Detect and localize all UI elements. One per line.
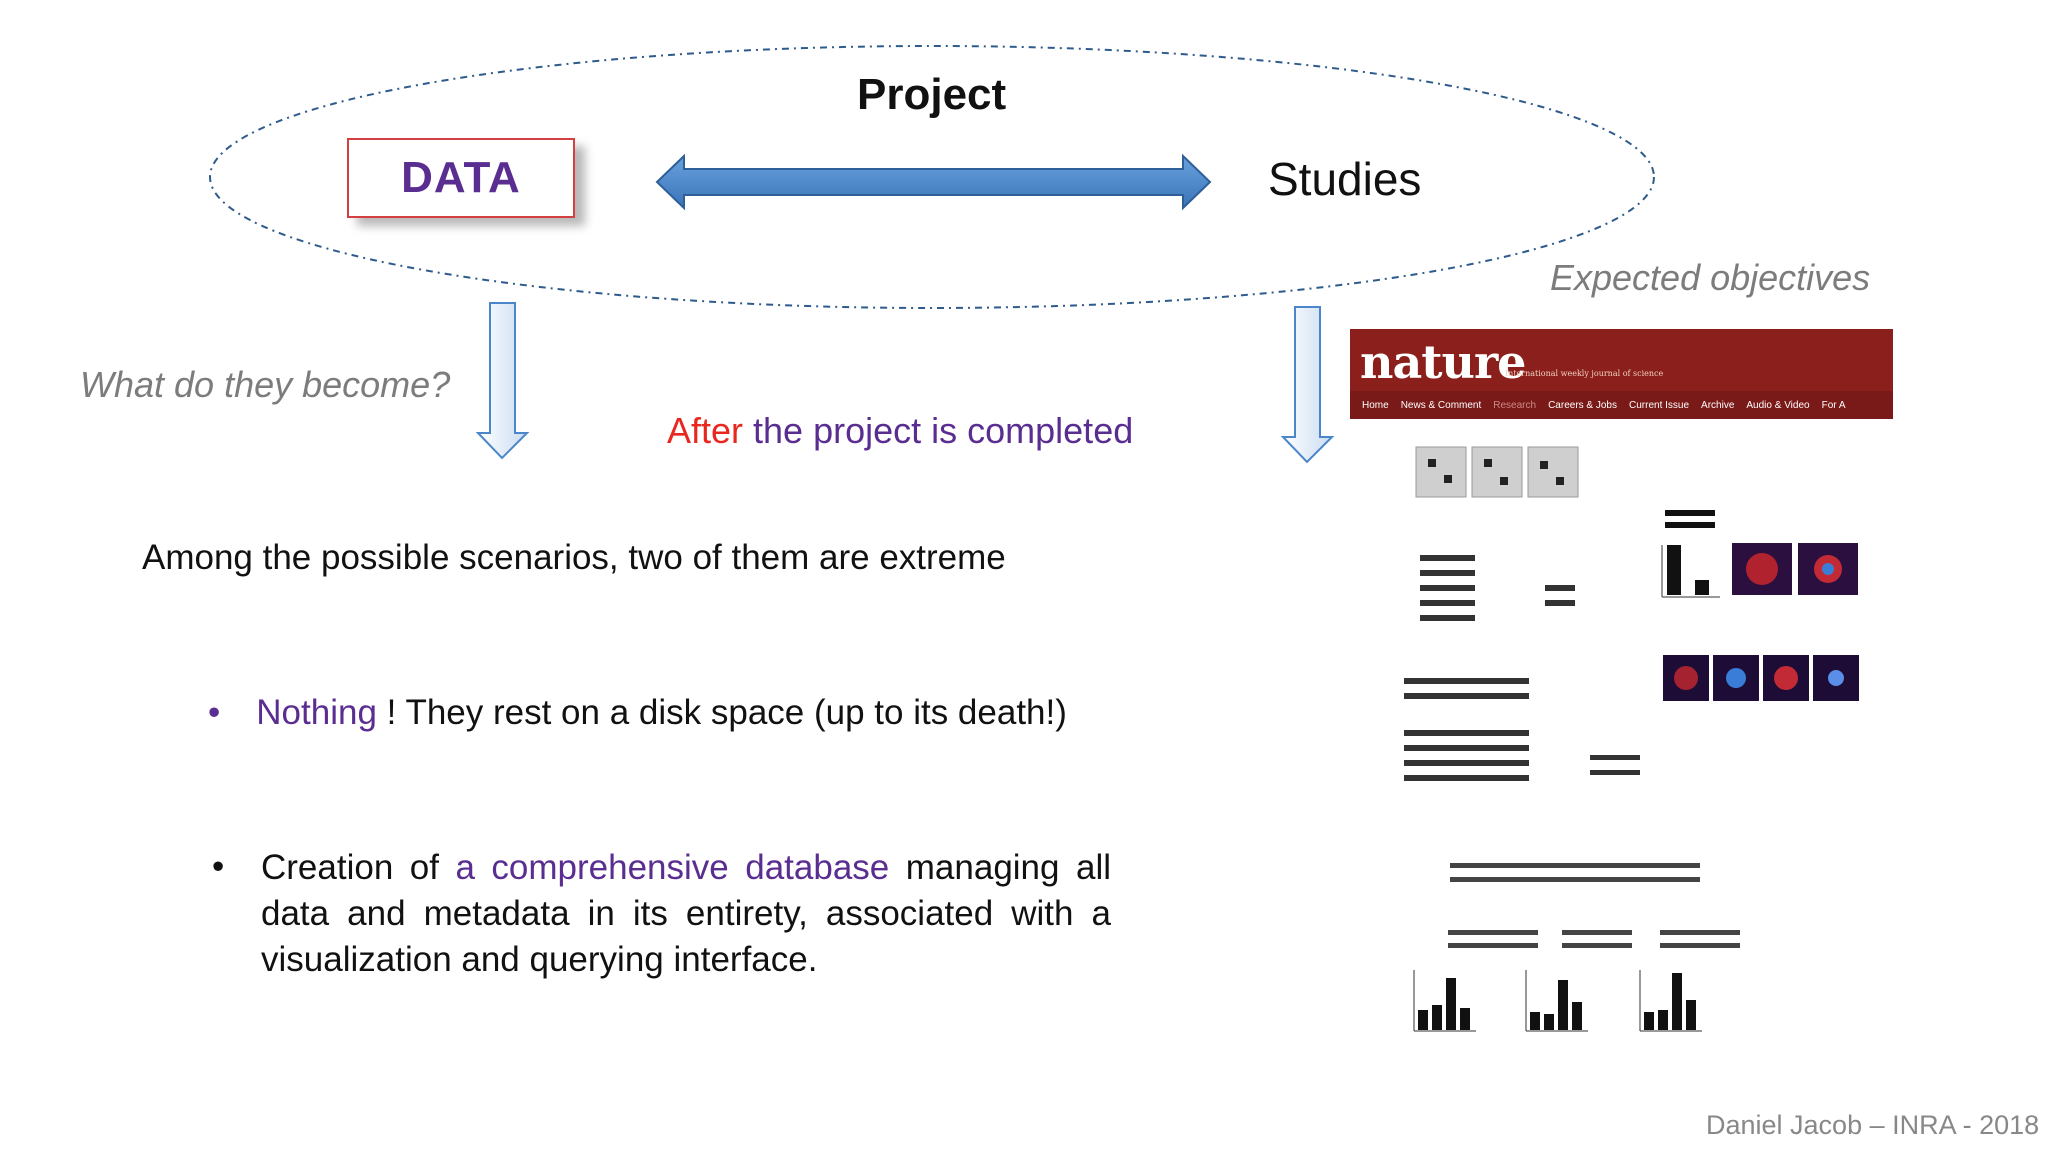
nature-nav-item: For A [1821, 399, 1846, 411]
database-highlight: a comprehensive database [455, 848, 890, 887]
studies-label: Studies [1268, 153, 1422, 205]
after-project-label: After the project is completed [667, 410, 1133, 452]
footer-credit: Daniel Jacob – INRA - 2018 [1706, 1110, 2040, 1140]
nature-nav-item: Current Issue [1629, 399, 1690, 411]
what-do-they-become-label: What do they become? [80, 364, 451, 405]
nothing-rest: ! They rest on a disk space (up to its d… [376, 693, 1067, 732]
database-pre: Creation of [261, 848, 456, 887]
nature-nav-item: Audio & Video [1746, 399, 1810, 411]
bullet-database: Creation of a comprehensive database man… [261, 845, 1111, 983]
bullet-dot: • [208, 693, 221, 732]
down-arrow-left-icon [475, 302, 530, 460]
bullet-dot: • [212, 847, 225, 886]
nature-nav-item: News & Comment [1400, 399, 1482, 411]
nature-nav-item: Archive [1701, 399, 1735, 411]
nature-tagline: International weekly journal of science [1505, 369, 1664, 378]
nature-nav-item: Research [1493, 399, 1537, 411]
nature-nav-item: Home [1362, 399, 1389, 411]
data-box: DATA [347, 138, 575, 218]
project-title: Project [857, 70, 1007, 119]
database-post: managing all data and metadata in its en… [261, 848, 1111, 979]
bullet-nothing: • Nothing ! They rest on a disk space (up… [208, 693, 1067, 733]
double-arrow-icon [655, 153, 1212, 211]
nature-logo: nature [1360, 335, 1526, 389]
expected-objectives-label: Expected objectives [1550, 257, 1871, 298]
after-word: After [667, 410, 744, 451]
after-rest: the project is completed [743, 410, 1134, 451]
nothing-highlight: Nothing [256, 693, 377, 732]
scenarios-statement: Among the possible scenarios, two of the… [142, 538, 1006, 577]
nature-journal-header: nature International weekly journal of s… [1350, 329, 1893, 419]
nature-nav-item: Careers & Jobs [1548, 399, 1617, 411]
down-arrow-right-icon [1280, 306, 1335, 464]
nature-nav: Home News & Comment Research Careers & J… [1350, 391, 1893, 419]
paper-figure-thumbnail [1404, 446, 1859, 1032]
